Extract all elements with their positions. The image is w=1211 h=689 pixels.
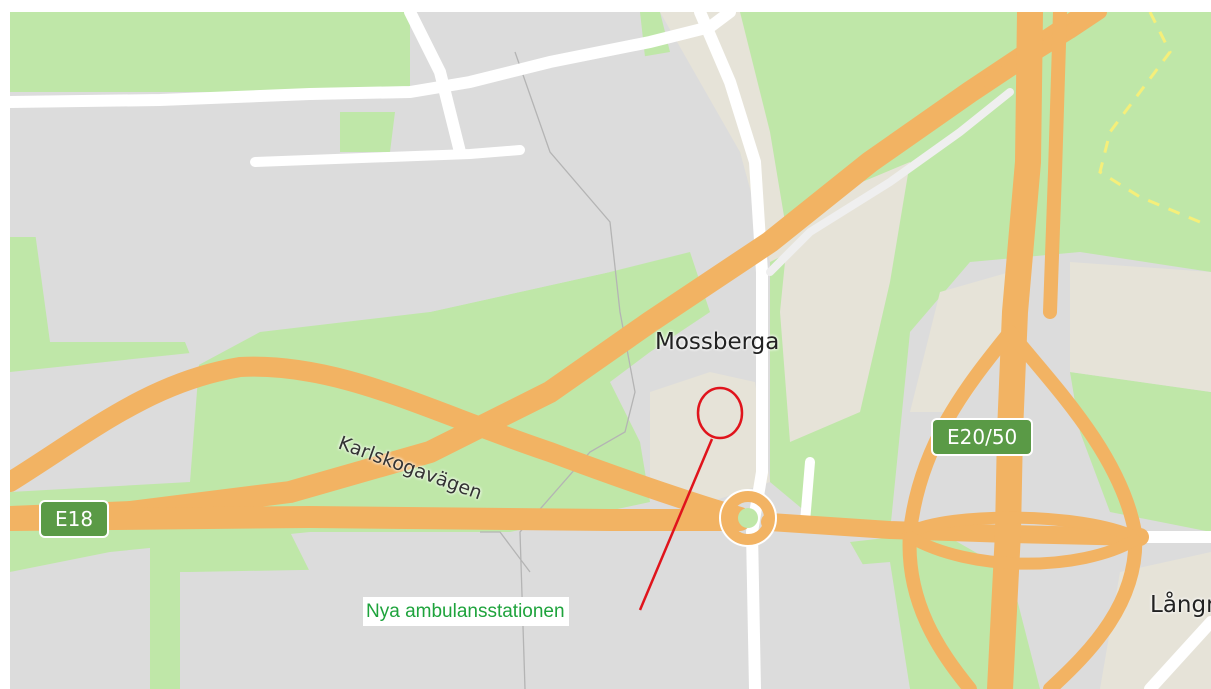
map-view[interactable]: E18 E20/50 Mossberga Långm Karlskogaväge… (10, 12, 1211, 689)
boundary-lines (480, 51, 636, 689)
footpath (1098, 12, 1201, 224)
map-canvas (10, 12, 1211, 689)
place-label-mossberga: Mossberga (655, 329, 780, 355)
local-roads (10, 12, 1211, 689)
road-shield-e20-50: E20/50 (933, 420, 1032, 454)
place-label-langm: Långm (1150, 592, 1211, 618)
annotation-label: Nya ambulansstationen (363, 597, 569, 626)
annotation-text: Nya ambulansstationen (366, 601, 565, 622)
road-shield-e18: E18 (41, 502, 108, 536)
motorways[interactable] (10, 12, 1149, 689)
location-circle-marker[interactable] (638, 386, 744, 611)
roundabout-icon (719, 489, 777, 547)
